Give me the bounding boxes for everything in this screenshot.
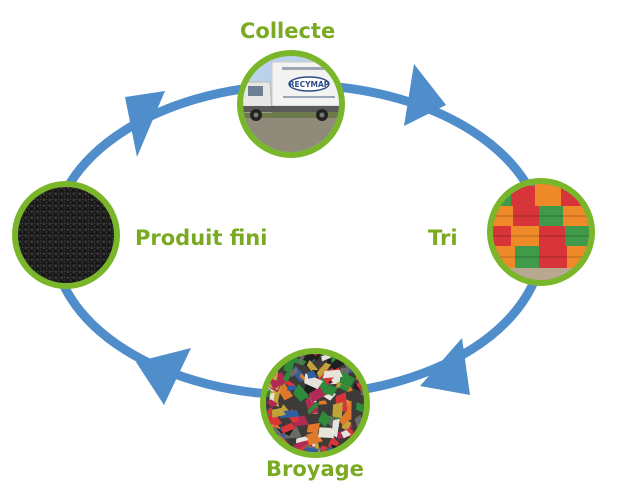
arrow-head-top-right bbox=[404, 64, 446, 126]
truck-logo-text: RECYMAP bbox=[289, 80, 330, 89]
label-produit-fini: Produit fini bbox=[135, 226, 268, 250]
label-tri: Tri bbox=[428, 226, 458, 250]
node-collecte: RECYMAP bbox=[237, 50, 345, 158]
label-broyage: Broyage bbox=[266, 457, 364, 481]
shredded-plastic-photo bbox=[266, 354, 364, 452]
arrow-head-bottom-left bbox=[136, 348, 191, 405]
arrow-head-top-left bbox=[125, 91, 165, 157]
crates-photo bbox=[493, 184, 589, 280]
node-tri bbox=[487, 178, 595, 286]
node-produit-fini bbox=[12, 181, 120, 289]
arrow-head-bottom-right bbox=[420, 338, 470, 395]
truck-photo: RECYMAP bbox=[243, 56, 339, 152]
node-broyage bbox=[260, 348, 370, 458]
pellets-photo bbox=[18, 187, 114, 283]
label-collecte: Collecte bbox=[240, 19, 336, 43]
